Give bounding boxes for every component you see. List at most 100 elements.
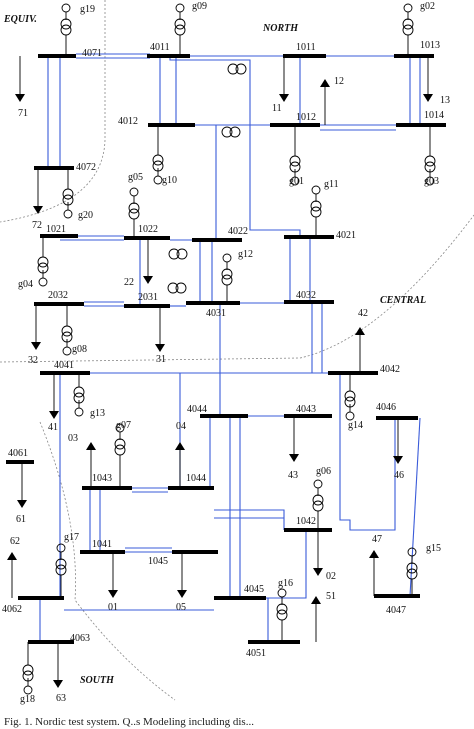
bus-bar: [396, 123, 446, 127]
gen-transformer-icon: [61, 331, 73, 343]
gen-transformer-icon: [73, 392, 85, 404]
load-label: 63: [56, 693, 66, 704]
load-arrow-icon: [279, 94, 289, 102]
bus-bar: [34, 302, 84, 306]
bus-bar: [172, 550, 218, 554]
gen-transformer-icon: [128, 208, 140, 220]
generator-label: g05: [128, 172, 143, 183]
bus-label: 4011: [150, 42, 170, 53]
load-label: 13: [440, 95, 450, 106]
bus-bar: [6, 460, 34, 464]
gen-transformer-icon: [62, 194, 74, 206]
generator-label: g15: [426, 543, 441, 554]
gen-transformer-icon: [62, 188, 74, 200]
bus-label: 4062: [2, 604, 22, 615]
bus-label: 4072: [76, 162, 96, 173]
generator-label: g08: [72, 344, 87, 355]
bus-label: 4051: [246, 648, 266, 659]
transmission-line: [169, 56, 301, 237]
bus-label: 4032: [296, 290, 316, 301]
generator-label: g13: [90, 408, 105, 419]
region-label-equiv: EQUIV.: [3, 14, 37, 25]
transformer-icon: [176, 248, 188, 260]
load-arrow-icon: [33, 206, 43, 214]
load-arrow-icon: [17, 500, 27, 508]
load-arrow-icon: [143, 276, 153, 284]
load-label: 41: [48, 422, 58, 433]
load-label: 43: [288, 470, 298, 481]
bus-bar: [284, 300, 334, 304]
gen-transformer-icon: [37, 262, 49, 274]
region-boundary-equiv: [0, 0, 106, 223]
generator-label: g07: [116, 420, 131, 431]
gen-transformer-icon: [60, 24, 72, 36]
gen-transformer-icon: [152, 154, 164, 166]
bus-label: 1042: [296, 516, 316, 527]
bus-label: 1013: [420, 40, 440, 51]
bus-label: 4031: [206, 308, 226, 319]
load-label: 32: [28, 355, 38, 366]
bus-bar: [18, 596, 64, 600]
load-label: 01: [108, 602, 118, 613]
gen-transformer-icon: [402, 24, 414, 36]
gen-transformer-icon: [114, 438, 126, 450]
bus-bar: [168, 486, 214, 490]
gen-transformer-icon: [310, 200, 322, 212]
load-arrow-icon: [369, 550, 379, 558]
load-arrow-icon: [313, 568, 323, 576]
load-arrow-icon: [108, 590, 118, 598]
gen-transformer-icon: [424, 161, 436, 173]
generator-icon: [222, 253, 232, 263]
load-label: 04: [176, 421, 186, 432]
load-arrow-icon: [175, 442, 185, 450]
bus-label: 1021: [46, 224, 66, 235]
generator-label: g04: [18, 279, 33, 290]
load-label: 05: [176, 602, 186, 613]
generator-icon: [63, 209, 73, 219]
gen-transformer-icon: [22, 670, 34, 682]
generator-icon: [311, 185, 321, 195]
bus-label: 4047: [386, 605, 406, 616]
transformer-icon: [175, 282, 187, 294]
bus-bar: [80, 550, 125, 554]
generator-icon: [175, 3, 185, 13]
transmission-line: [214, 509, 285, 530]
load-label: 22: [124, 277, 134, 288]
bus-bar: [283, 54, 326, 58]
bus-label: 4012: [118, 116, 138, 127]
gen-transformer-icon: [174, 24, 186, 36]
gen-transformer-icon: [424, 155, 436, 167]
bus-bar: [38, 54, 76, 58]
bus-bar: [40, 371, 90, 375]
load-label: 47: [372, 534, 382, 545]
generator-icon: [345, 411, 355, 421]
region-label-south: SOUTH: [80, 675, 115, 686]
bus-label: 1014: [424, 110, 444, 121]
bus-bar: [192, 238, 242, 242]
bus-label: 4021: [336, 230, 356, 241]
gen-transformer-icon: [55, 558, 67, 570]
bus-bar: [186, 301, 240, 305]
transformer-icon: [235, 63, 247, 75]
gen-transformer-icon: [37, 256, 49, 268]
generator-icon: [153, 175, 163, 185]
load-arrow-icon: [155, 344, 165, 352]
generator-label: g11: [324, 179, 339, 190]
bus-label: 2032: [48, 290, 68, 301]
gen-transformer-icon: [406, 568, 418, 580]
load-label: 03: [68, 433, 78, 444]
region-boundary-south: [39, 421, 176, 701]
bus-bar: [148, 123, 195, 127]
generator-icon: [129, 187, 139, 197]
bus-label: 1044: [186, 473, 206, 484]
bus-label: 4042: [380, 364, 400, 375]
load-arrow-icon: [15, 94, 25, 102]
load-arrow-icon: [320, 79, 330, 87]
generator-icon: [38, 277, 48, 287]
transformer-icon: [167, 282, 179, 294]
load-arrow-icon: [7, 552, 17, 560]
bus-label: 1011: [296, 42, 316, 53]
gen-transformer-icon: [312, 494, 324, 506]
transformer-icon: [227, 63, 239, 75]
load-label: 12: [334, 76, 344, 87]
